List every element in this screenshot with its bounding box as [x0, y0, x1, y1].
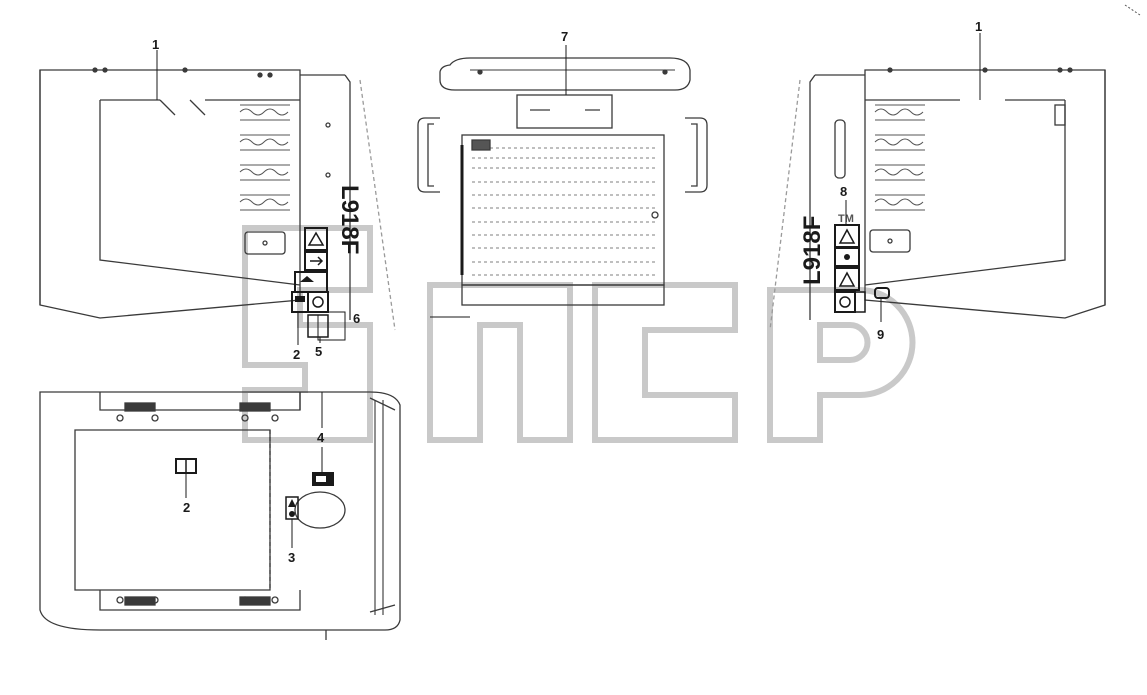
left-model-label: L918F [336, 185, 363, 254]
callout-2-upper: 2 [293, 347, 301, 362]
bottom-decals [175, 458, 334, 520]
right-side-panel [769, 67, 1106, 331]
callout-8: 8 [840, 184, 848, 199]
callout-9: 9 [877, 327, 885, 342]
left-decal-group [291, 227, 329, 338]
warning-decal-icon [307, 231, 325, 246]
small-plate-icon [874, 287, 890, 299]
callout-6: 6 [353, 311, 361, 326]
right-decal-group [834, 224, 890, 313]
callout-5: 5 [315, 344, 323, 359]
lock-decal-icon [312, 296, 324, 308]
watermark-logo [242, 225, 916, 443]
callout-1-left: 1 [152, 37, 160, 52]
arrow-decal-icon [310, 256, 324, 266]
callout-7: 7 [561, 29, 569, 44]
bottom-panel [39, 391, 401, 640]
right-model-label: L918F [799, 216, 826, 285]
corner-mark-icon [1124, 4, 1141, 16]
callout-3: 3 [288, 550, 296, 565]
callout-1-right: 1 [975, 19, 983, 34]
callout-4: 4 [317, 430, 325, 445]
callout-2-lower: 2 [183, 500, 191, 515]
front-grille [417, 57, 708, 306]
warning-decal-icon [838, 228, 856, 244]
leader-lines [156, 33, 981, 548]
